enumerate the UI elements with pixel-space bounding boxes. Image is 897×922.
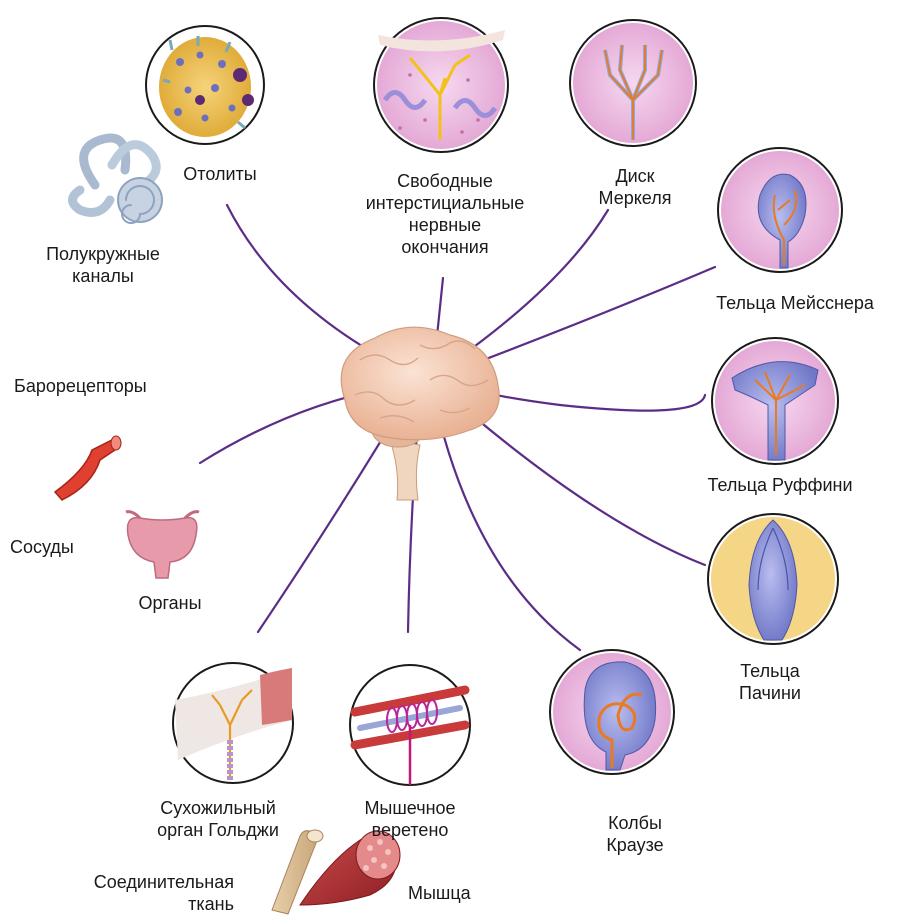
ruffini-corpuscle-illustration <box>712 338 838 464</box>
label-line: окончания <box>355 236 535 258</box>
label-line: Свободные <box>355 170 535 192</box>
label-krause: Колбы Краузе <box>585 812 685 856</box>
label-line: Мышечное <box>350 797 470 819</box>
label-line: ткань <box>50 893 234 915</box>
label-line: Краузе <box>585 834 685 856</box>
label-free-nerve-endings: Свободные интерстициальные нервные оконч… <box>355 170 535 258</box>
otolith-illustration <box>146 26 264 144</box>
label-golgi-tendon-organ: Сухожильный орган Гольджи <box>138 797 298 841</box>
semicircular-canals-illustration <box>73 138 163 223</box>
label-line: Пачини <box>720 682 820 704</box>
label-muscle: Мышца <box>408 882 471 904</box>
label-organs: Органы <box>120 592 220 614</box>
label-line: Диск <box>580 165 690 187</box>
free-nerve-endings-illustration <box>374 18 508 152</box>
merkel-disc-illustration <box>570 20 696 146</box>
meissner-corpuscle-illustration <box>718 148 842 272</box>
label-line: каналы <box>18 265 188 287</box>
label-vessels: Сосуды <box>10 536 74 558</box>
label-ruffini: Тельца Руффини <box>690 474 870 496</box>
muscle-spindle-illustration <box>350 665 470 785</box>
pacini-corpuscle-illustration <box>708 514 838 644</box>
label-line: Сухожильный <box>138 797 298 819</box>
label-line: Тельца <box>720 660 820 682</box>
blood-vessel-illustration <box>55 436 121 500</box>
brain-illustration <box>341 327 499 500</box>
label-line: орган Гольджи <box>138 819 298 841</box>
label-line: Меркеля <box>580 187 690 209</box>
label-line: интерстициальные <box>355 192 535 214</box>
label-baroreceptors: Барорецепторы <box>14 375 147 397</box>
label-line: Полукружные <box>18 243 188 265</box>
label-line: нервные <box>355 214 535 236</box>
organ-illustration <box>126 512 199 578</box>
label-merkel-disc: Диск Меркеля <box>580 165 690 209</box>
label-line: Колбы <box>585 812 685 834</box>
label-otolity: Отолиты <box>165 163 275 185</box>
krause-bulb-illustration <box>550 650 674 774</box>
label-meissner: Тельца Мейсснера <box>700 292 890 314</box>
label-semicircular-canals: Полукружные каналы <box>18 243 188 287</box>
label-line: веретено <box>350 819 470 841</box>
label-muscle-spindle: Мышечное веретено <box>350 797 470 841</box>
label-pacini: Тельца Пачини <box>720 660 820 704</box>
label-connective-tissue: Соединительная ткань <box>50 871 234 915</box>
golgi-tendon-organ-illustration <box>173 663 293 783</box>
label-line: Соединительная <box>50 871 234 893</box>
